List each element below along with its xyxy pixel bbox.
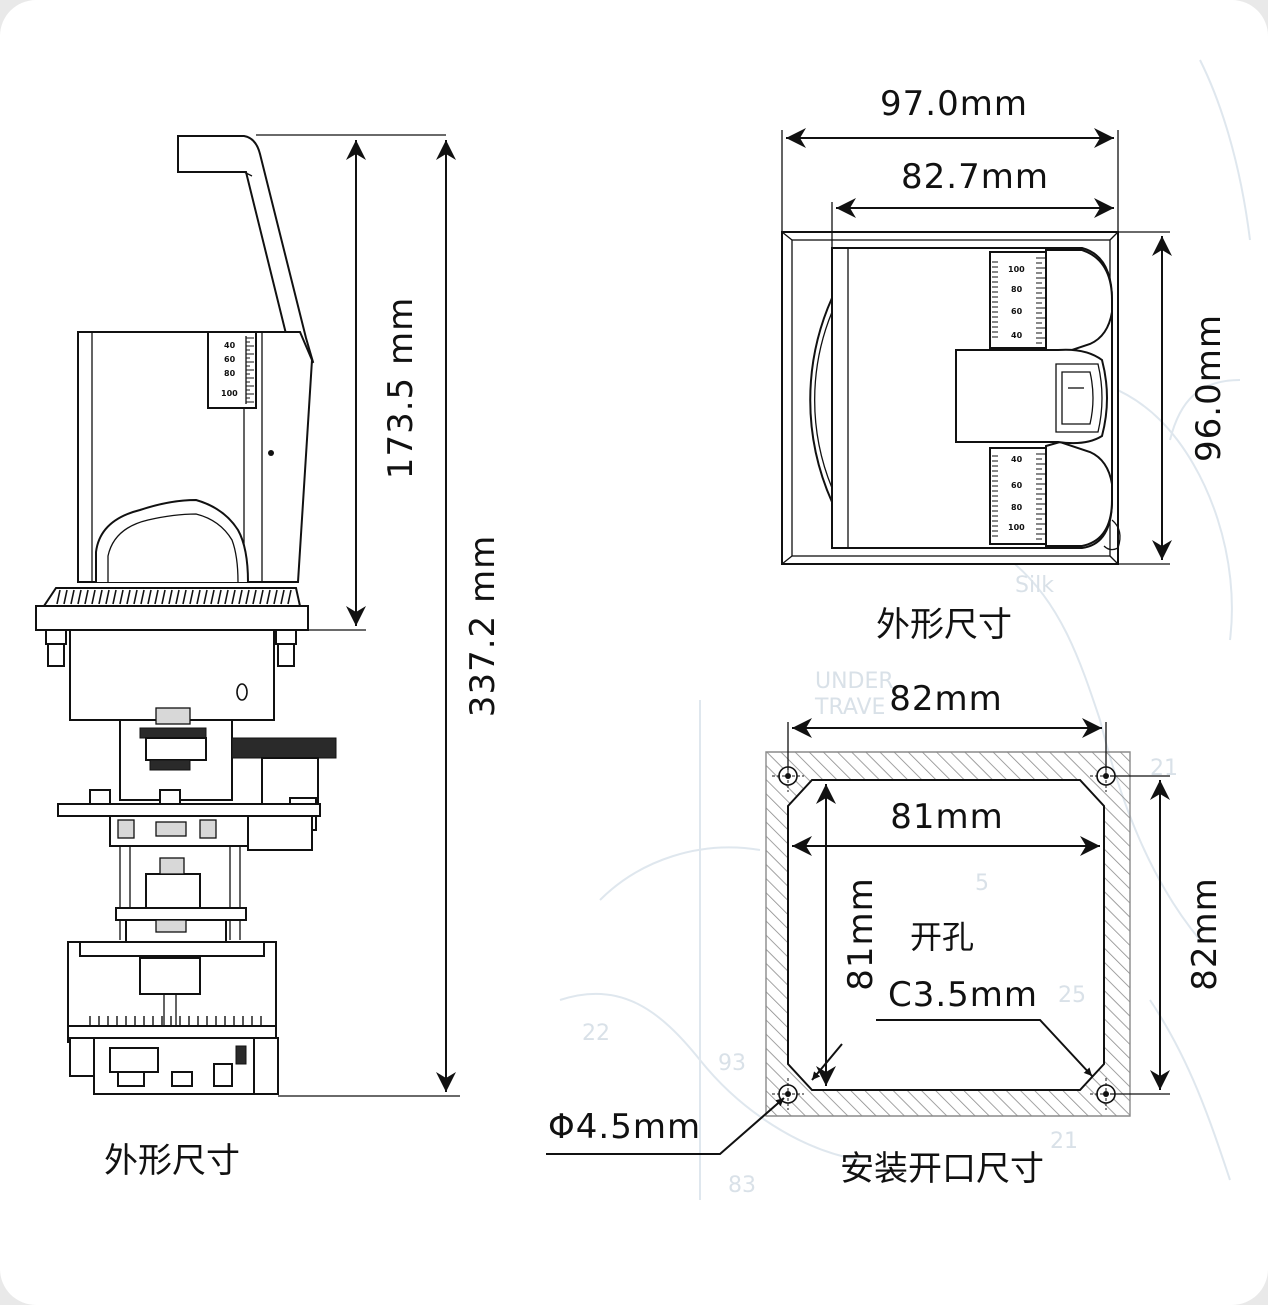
tick-mark [126,589,131,605]
tick-mark [203,589,208,605]
tick-mark [238,589,243,605]
watermark-text: 93 [718,1051,746,1076]
cutout-view: 82mm 81mm 81mm 82mm 开孔 C3.5mm Φ4.5mm 安装开… [546,679,1225,1189]
front-lever [955,348,1108,445]
scale-label: 60 [1011,481,1023,490]
tick-mark [175,589,180,605]
mounting-holes [772,760,1122,1110]
tick-mark [98,589,103,605]
watermark-text: 22 [582,1021,610,1046]
tick-mark [252,589,257,605]
scale-label: 100 [221,389,238,398]
dim-label-opening-w: 81mm [890,797,1004,837]
watermark-text: 5 [975,871,989,896]
chamfer-leader [876,1019,1093,1077]
dim-label-inner-width: 82.7mm [901,157,1049,197]
label-hole-diameter: Φ4.5mm [548,1107,701,1147]
scale-label: 100 [1008,523,1025,532]
tick-mark [231,589,236,605]
tick-mark [273,589,278,605]
scale-label: 80 [224,369,236,378]
tick-mark [119,589,124,605]
bottom-unit [67,941,279,1095]
cutout-opening [787,779,1105,1091]
scale-label: 40 [224,341,236,350]
tick-mark [56,589,61,605]
chamfer-leader-small [811,1043,843,1081]
watermark-text: TRAVE [814,695,885,720]
dial-ring-ticks [56,589,292,605]
tick-mark [112,589,117,605]
dim-label-total-height: 337.2 mm [463,535,503,717]
watermark-text: 25 [1058,983,1086,1008]
tick-mark [182,589,187,605]
tick-mark [77,589,82,605]
tick-mark [196,589,201,605]
scale-label: 40 [1011,331,1023,340]
tick-mark [266,589,271,605]
tick-mark [70,589,75,605]
scale-label: 80 [1011,503,1023,512]
tick-mark [133,589,138,605]
tick-mark [280,589,285,605]
tick-mark [84,589,89,605]
label-chamfer: C3.5mm [888,975,1038,1015]
watermark-text: 83 [728,1173,756,1198]
lower-housing [69,629,275,721]
dim-label-hole-spacing-h: 82mm [889,679,1003,719]
tick-mark [91,589,96,605]
tick-mark [259,589,264,605]
watermark-text: UNDER [815,669,894,694]
tick-mark [154,589,159,605]
side-view: 40 60 80 100 [35,134,503,1181]
scale-label: 80 [1011,285,1023,294]
front-view: 100 80 60 40 40 60 80 100 97.0mm [781,84,1229,645]
watermark-text: 21 [1050,1129,1078,1154]
tick-mark [105,589,110,605]
dim-label-upper-height: 173.5 mm [381,297,421,479]
dim-label-opening-h: 81mm [841,877,881,991]
scale-label: 60 [224,355,236,364]
mounting-flange [35,605,309,631]
scale-label: 100 [1008,265,1025,274]
scale-label: 40 [1011,455,1023,464]
side-view-caption: 外形尺寸 [104,1141,240,1181]
front-shroud-bottom [1045,440,1113,547]
tick-mark [224,589,229,605]
front-shroud-top [1045,249,1113,356]
label-opening: 开孔 [910,918,974,956]
tick-mark [245,589,250,605]
dim-label-outer-width: 97.0mm [880,84,1028,124]
tick-mark [161,589,166,605]
mounting-nuts [45,629,297,667]
tick-mark [140,589,145,605]
scale-label: 60 [1011,307,1023,316]
cutout-view-caption: 安装开口尺寸 [840,1149,1044,1189]
side-scale: 40 60 80 100 [221,336,254,404]
watermark-text: 21 [1150,756,1178,781]
dim-label-hole-spacing-v: 82mm [1185,877,1225,991]
tick-mark [210,589,215,605]
dim-label-front-height: 96.0mm [1189,314,1229,462]
watermark-text: Silk [1015,573,1054,598]
tick-mark [287,589,292,605]
hole-leader [546,1097,785,1155]
tick-mark [189,589,194,605]
front-view-caption: 外形尺寸 [876,605,1012,645]
front-dial [809,297,833,503]
tick-mark [63,589,68,605]
watermark-map: Silk UNDER TRAVE 21 25 22 93 83 5 21 [559,59,1251,1200]
gear-assembly [57,707,337,943]
tick-mark [217,589,222,605]
housing-arch [95,498,249,583]
tick-mark [168,589,173,605]
tick-mark [147,589,152,605]
